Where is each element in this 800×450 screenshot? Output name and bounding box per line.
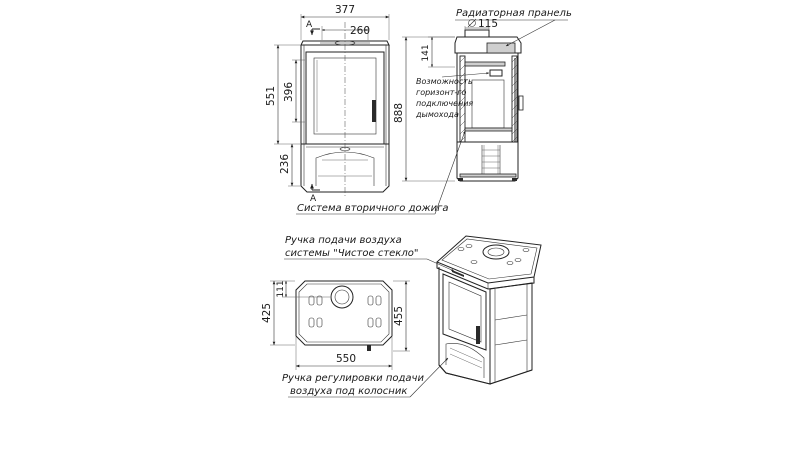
svg-text:Возможность: Возможность xyxy=(416,77,473,86)
dim-door-height-396: 396 xyxy=(283,82,295,102)
dim-width-377: 377 xyxy=(335,4,355,16)
front-view: A A 377 260 551 396 236 xyxy=(265,4,390,204)
section-mark-bottom: A xyxy=(310,194,317,204)
isometric-view: Ручка подачи воздуха системы "Чистое сте… xyxy=(282,235,542,398)
iso-vent-slots xyxy=(457,244,530,265)
dim-depth-455: 455 xyxy=(393,306,405,326)
svg-text:дымохода: дымохода xyxy=(415,110,459,119)
dim-flue-115: 115 xyxy=(478,18,498,30)
dim-top-offset-141: 141 xyxy=(421,44,431,61)
vent-slots xyxy=(308,295,382,328)
dim-flue-offset-111: 111 xyxy=(276,280,286,297)
dim-upper-height-551: 551 xyxy=(265,86,277,106)
iso-flue-outer xyxy=(482,244,510,260)
section-mark-top: A xyxy=(306,20,313,30)
side-section-view: Радиаторная пранель 115 141 888 Возможно… xyxy=(296,8,572,215)
iso-door-handle xyxy=(476,326,480,344)
flue-collar-inner xyxy=(334,289,350,305)
dim-width-550: 550 xyxy=(336,353,356,365)
label-grate-handle-line2: воздуха под колосник xyxy=(290,386,407,397)
dim-total-height-888: 888 xyxy=(393,103,405,123)
label-radiator-panel: Радиаторная пранель xyxy=(456,8,572,19)
label-air-handle-line2: системы "Чистое стекло" xyxy=(285,248,418,259)
dim-depth-425: 425 xyxy=(261,303,273,323)
top-view: 111 425 455 550 xyxy=(261,280,410,370)
door-handle xyxy=(372,100,376,122)
dim-lower-height-236: 236 xyxy=(279,154,291,174)
dim-door-width-260: 260 xyxy=(350,25,370,37)
iso-flue-inner xyxy=(487,247,505,257)
flue-collar-outer xyxy=(330,285,354,309)
side-door-handle xyxy=(518,95,524,111)
label-air-handle-line1: Ручка подачи воздуха xyxy=(285,235,402,246)
svg-text:горизонт-го: горизонт-го xyxy=(416,88,467,97)
label-secondary-burn: Система вторичного дожига xyxy=(297,203,449,214)
svg-text:подключения: подключения xyxy=(416,99,473,108)
label-grate-handle-line1: Ручка регулировки подачи xyxy=(282,373,424,384)
note-horizontal-chimney: Возможность горизонт-го подключения дымо… xyxy=(415,77,473,119)
